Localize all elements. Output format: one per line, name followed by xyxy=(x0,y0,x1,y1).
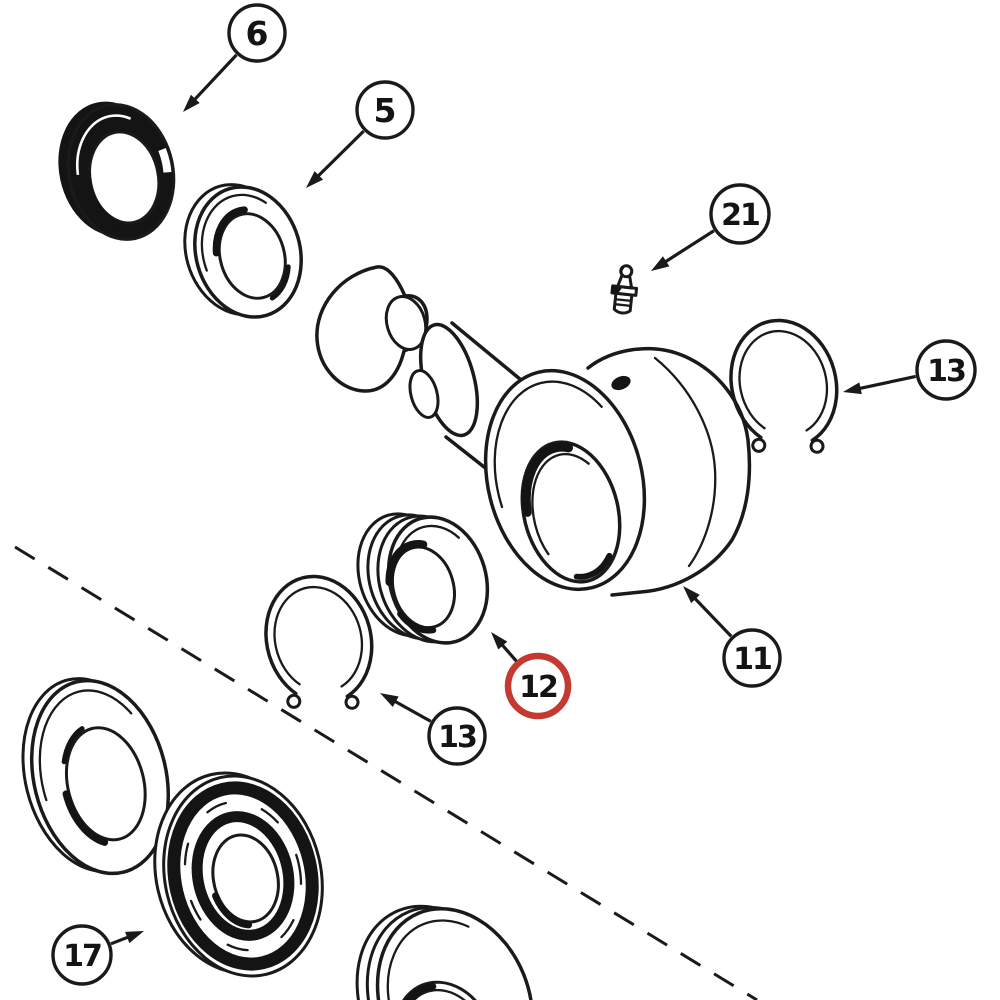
callout-label: 17 xyxy=(63,939,101,974)
callout-arrowhead xyxy=(183,94,200,112)
retaining-ring-lower xyxy=(264,574,374,710)
callout-arrowhead xyxy=(651,256,670,271)
gland-cap xyxy=(315,265,429,393)
callout-circle[interactable] xyxy=(915,339,977,401)
rod-seal xyxy=(183,183,303,319)
callout-arrow-line xyxy=(311,129,365,183)
callout-circle[interactable] xyxy=(355,80,415,140)
callout-circle[interactable] xyxy=(722,628,782,688)
callout-arrow-line xyxy=(658,229,715,267)
callout-12[interactable]: 12 xyxy=(491,632,572,720)
grease-hole xyxy=(611,375,631,391)
callout-arrowhead xyxy=(306,171,324,188)
callout-arrow-line xyxy=(188,53,238,106)
callout-arrowhead xyxy=(380,693,399,708)
callout-label: 5 xyxy=(374,91,397,130)
callout-circle[interactable] xyxy=(51,924,113,986)
callout-arrowhead xyxy=(491,632,508,650)
callout-arrowhead xyxy=(683,586,700,604)
backup-washer xyxy=(21,677,171,876)
callout-arrow-line xyxy=(688,592,733,638)
callout-label: 11 xyxy=(733,642,771,677)
callout-layer: 6 5 21 13 11 12 13 17 xyxy=(51,3,977,986)
callout-5[interactable]: 5 xyxy=(306,80,415,188)
wiper-seal xyxy=(58,101,176,241)
callout-label: 6 xyxy=(246,14,269,53)
callout-17[interactable]: 17 xyxy=(51,924,144,986)
callout-arrowhead xyxy=(125,931,144,944)
callout-circle[interactable] xyxy=(709,183,771,245)
seal-assembly xyxy=(153,771,324,978)
callout-label: 12 xyxy=(519,670,557,705)
piston-bushing xyxy=(356,512,490,645)
callout-circle-highlighted[interactable] xyxy=(504,652,572,720)
callout-label: 13 xyxy=(438,720,476,755)
callout-arrow-line xyxy=(387,696,432,723)
callout-arrowhead xyxy=(843,382,862,395)
callout-6[interactable]: 6 xyxy=(183,3,287,112)
callout-13-lower[interactable]: 13 xyxy=(380,693,487,766)
rod-eye-housing xyxy=(483,346,752,597)
callout-label: 13 xyxy=(927,354,965,389)
piston-gland xyxy=(355,904,535,1000)
callout-label: 21 xyxy=(721,198,759,233)
centerline xyxy=(14,545,758,1000)
grease-fitting xyxy=(610,264,639,315)
callout-11[interactable]: 11 xyxy=(683,586,782,688)
callout-circle[interactable] xyxy=(427,706,487,766)
callout-21[interactable]: 21 xyxy=(651,183,771,271)
callout-13-upper[interactable]: 13 xyxy=(843,339,977,401)
callout-arrow-line xyxy=(852,374,917,392)
retaining-ring-upper xyxy=(729,318,839,454)
callout-circle[interactable] xyxy=(227,3,287,63)
